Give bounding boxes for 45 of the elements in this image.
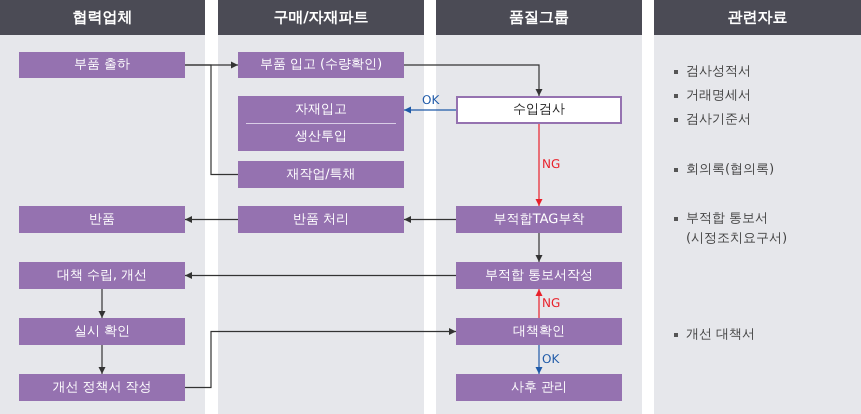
arrow [536,124,542,206]
document-item: 회의록(협의록) [674,160,826,180]
document-item: 검사성적서 [674,62,826,82]
process-box: 반품 처리 [238,206,404,233]
arrow [185,328,456,388]
swimlane [654,0,861,414]
process-box: 부품 출하 [19,52,185,78]
process-box: 개선 정책서 작성 [19,374,185,401]
arrow [536,233,542,262]
arrow [185,272,456,279]
process-box: 수입검사 [456,96,622,124]
process-box: 실시 확인 [19,318,185,345]
process-box: 반품 [19,206,185,233]
process-box: 사후 관리 [456,374,622,401]
process-box: 대책 수립, 개선 [19,262,185,289]
document-item: 거래명세서 [674,86,826,106]
lane-header: 품질그룹 [436,0,642,35]
arrow [404,216,456,223]
arrow [404,106,456,114]
process-box: 부적합 통보서작성 [456,262,622,289]
process-box: 재작업/특채 [238,161,404,188]
lane-header: 협력업체 [0,0,205,35]
edge-label: OK [542,352,560,366]
process-box: 부품 입고 (수량확인) [238,52,404,78]
swimlane [218,0,424,414]
edge-label: NG [542,157,560,171]
lane-header: 구매/자재파트 [218,0,424,35]
document-item: 검사기준서 [674,110,826,130]
process-box [238,96,404,151]
document-item: 부적합 통보서 (시정조치요구서) [674,209,826,249]
arrow [404,64,542,96]
edge-label: NG [542,296,560,310]
swimlane [0,0,205,414]
document-item: 개선 대책서 [674,325,826,345]
arrow [536,289,542,318]
process-box: 대책확인 [456,318,622,345]
box-text: 생산투입 [294,128,348,146]
process-box: 부적합TAG부착 [456,206,622,233]
arrow [98,289,106,318]
lane-header: 관련자료 [654,0,861,35]
arrow [185,216,238,223]
edge-label: OK [422,93,440,107]
arrow [536,345,542,374]
arrow [98,345,106,374]
box-text: 자재입고 [294,101,348,119]
